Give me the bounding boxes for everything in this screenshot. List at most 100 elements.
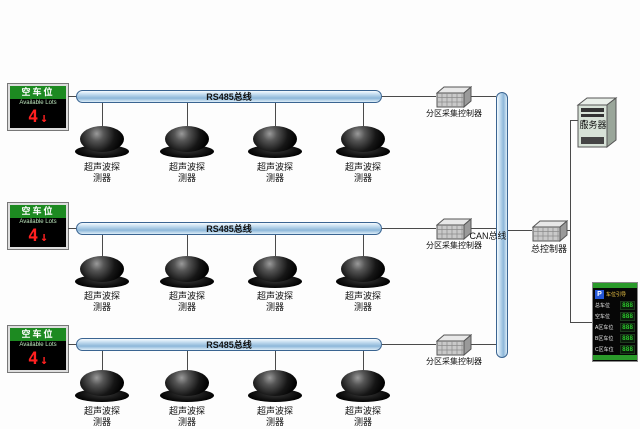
sensor-label-line1: 超声波探 [168,406,205,416]
sensor-label: 超声波探测器 [247,162,303,184]
board-row-label: B区车位 [595,336,614,342]
sensor-label-line1: 超声波探 [256,291,293,301]
sensor-label: 超声波探测器 [335,406,391,428]
sensor-dome [80,256,124,282]
available-lots-sign: 空车位 Available Lots 4↓ [8,326,68,372]
sensor-label-line1: 超声波探 [344,162,381,172]
sign-subtitle: Available Lots [19,100,57,106]
sensor-label: 超声波探测器 [159,406,215,428]
sensor-label: 超声波探测器 [74,406,130,428]
sensor-dome [165,126,209,152]
sign-title: 空车位 [10,205,66,218]
board-row-value: 888 [620,334,635,343]
connector-line [471,344,496,345]
sensor-label-line1: 超声波探 [344,406,381,416]
sensor-label-line1: 超声波探 [256,406,293,416]
sensor-label: 超声波探测器 [159,291,215,313]
sensor-label-line1: 超声波探 [168,291,205,301]
rs485-bus: RS485总线 [76,90,382,103]
sensor-label-line1: 超声波探 [83,162,120,172]
board-bottom-bar [593,355,637,360]
connector-line [275,235,276,256]
ultrasonic-sensor [248,256,302,288]
available-lots-sign: 空车位 Available Lots 4↓ [8,203,68,249]
rs485-bus: RS485总线 [76,338,382,351]
connector-line [567,230,571,231]
sensor-label-line2: 测器 [265,173,284,183]
sensor-label-line1: 超声波探 [83,291,120,301]
sensor-label: 超声波探测器 [74,291,130,313]
sign-subtitle: Available Lots [19,219,57,225]
ultrasonic-sensor [160,370,214,402]
connector-line [471,96,496,97]
sensor-dome [253,256,297,282]
zone-controller-label: 分区采集控制器 [426,109,482,118]
connector-line [508,230,532,231]
guidance-board: P 车位引导 总车位 888 空车位 888 A区车位 888 B区车位 888… [592,282,638,362]
bus-label: RS485总线 [206,340,252,350]
server-label: 服务器 [579,120,607,130]
connector-line [68,96,76,97]
sensor-label-line2: 测器 [177,302,196,312]
ultrasonic-sensor [75,126,129,158]
sensor-label-line2: 测器 [353,173,372,183]
bus-label: RS485总线 [206,224,252,234]
sign-title: 空车位 [10,328,66,341]
sensor-label-line2: 测器 [265,417,284,427]
connector-line [275,351,276,370]
board-row: 总车位 888 [593,300,637,311]
connector-line [570,120,578,121]
bus-label: RS485总线 [206,92,252,102]
sensor-dome [341,126,385,152]
connector-line [570,322,592,323]
zone-controller-icon [436,218,472,240]
sensor-dome [80,126,124,152]
count-digit: 4 [27,226,39,246]
sensor-label-line1: 超声波探 [256,162,293,172]
connector-line [471,228,496,229]
zone-controller-icon [436,86,472,108]
sensor-label-line2: 测器 [92,173,111,183]
sensor-dome [80,370,124,396]
ultrasonic-sensor [160,256,214,288]
down-arrow-icon: ↓ [40,230,49,245]
board-top-bar [593,283,637,288]
connector-line [187,351,188,370]
sensor-dome [253,370,297,396]
connector-line [363,351,364,370]
connector-line [102,235,103,256]
sign-count: 4↓ [10,349,66,370]
sensor-label-line2: 测器 [177,417,196,427]
sensor-dome [253,126,297,152]
connector-line [382,344,436,345]
connector-line [382,228,436,229]
ultrasonic-sensor [248,370,302,402]
sensor-label-line1: 超声波探 [83,406,120,416]
sensor-label: 超声波探测器 [74,162,130,184]
board-row: C区车位 888 [593,344,637,355]
sensor-label-line2: 测器 [265,302,284,312]
board-row-label: C区车位 [595,347,614,353]
board-row-label: 总车位 [595,303,611,309]
down-arrow-icon: ↓ [40,353,49,368]
ultrasonic-sensor [160,126,214,158]
sign-count: 4↓ [10,226,66,247]
sensor-label-line2: 测器 [177,173,196,183]
zone-controller-icon [436,334,472,356]
count-digit: 4 [27,349,39,369]
zone-controller-label: 分区采集控制器 [426,241,482,250]
sensor-label-line2: 测器 [92,417,111,427]
sensor-dome [165,256,209,282]
ultrasonic-sensor [248,126,302,158]
connector-line [363,103,364,126]
connector-line [382,96,436,97]
board-row-label: 空车位 [595,314,611,320]
can-bus-label: CAN总线 [469,231,507,241]
sensor-label-line2: 测器 [92,302,111,312]
zone-controller-label: 分区采集控制器 [426,357,482,366]
ultrasonic-sensor [336,126,390,158]
available-lots-sign: 空车位 Available Lots 4↓ [8,84,68,130]
board-row-value: 888 [620,345,635,354]
rs485-bus: RS485总线 [76,222,382,235]
server-icon [576,96,618,148]
